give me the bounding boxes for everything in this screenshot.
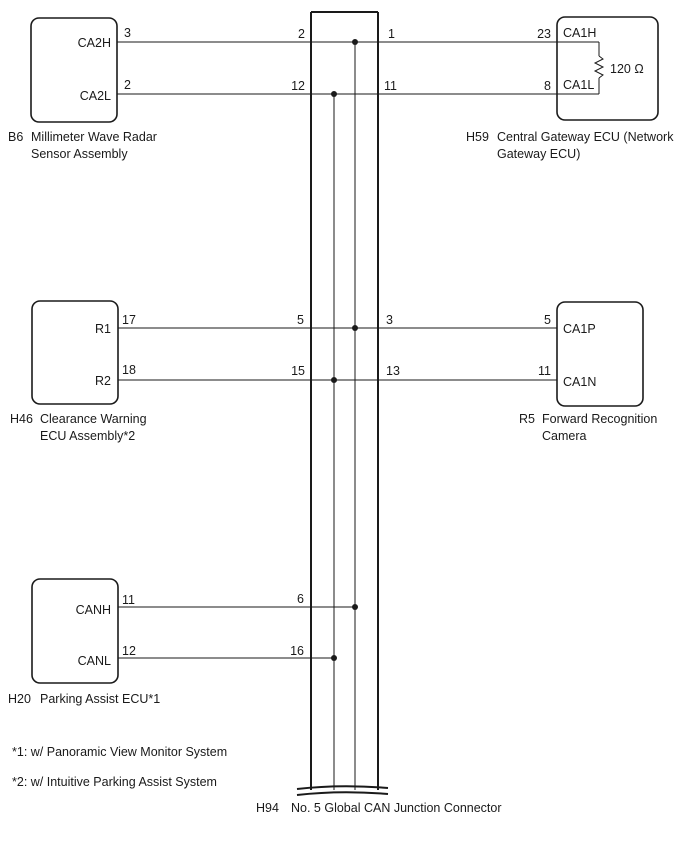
h94-right-pin-3: 3 (386, 313, 393, 327)
h20-pin-canh: 11 (122, 593, 135, 607)
r5-pin-ca1p: 5 (544, 313, 551, 327)
junction-break-mark-2 (296, 791, 389, 796)
h46-terminal-2-label: R2 (95, 374, 111, 388)
h46-box (31, 300, 119, 405)
h94-code: H94 (256, 801, 279, 815)
h20-box (31, 578, 119, 684)
footnote-2: *2: w/ Intuitive Parking Assist System (12, 775, 217, 789)
r5-name-line1: Forward Recognition (542, 412, 657, 426)
h94-left-pin-16: 16 (290, 644, 304, 658)
h59-code: H59 (466, 130, 489, 144)
r5-terminal-1-label: CA1P (563, 322, 596, 336)
h46-code: H46 (10, 412, 33, 426)
h94-right-pin-11: 11 (384, 79, 397, 93)
component-h59: 120 Ω CA1H CA1L 23 8 H59 Central Gateway… (466, 16, 674, 161)
h46-terminal-1-label: R1 (95, 322, 111, 336)
h94-left-pin-2: 2 (298, 27, 305, 41)
h20-pin-canl: 12 (122, 644, 136, 658)
junction-connector-h94 (296, 11, 389, 796)
b6-name-line2: Sensor Assembly (31, 147, 128, 161)
component-h46: R1 R2 H46 Clearance Warning ECU Assembly… (10, 300, 147, 443)
h59-terminal-1-label: CA1H (563, 26, 596, 40)
resistor-icon (593, 55, 605, 79)
b6-name-line1: Millimeter Wave Radar (31, 130, 157, 144)
r5-code: R5 (519, 412, 535, 426)
h59-pin-ca1l: 8 (544, 79, 551, 93)
h94-left-pin-6: 6 (297, 592, 304, 606)
splice-dot (352, 39, 358, 45)
h59-name-line2: Gateway ECU) (497, 147, 580, 161)
splice-dot (331, 655, 337, 661)
h94-right-pin-13: 13 (386, 364, 400, 378)
h94-name: No. 5 Global CAN Junction Connector (291, 801, 502, 815)
b6-code: B6 (8, 130, 23, 144)
splice-dot (331, 91, 337, 97)
h46-name-line1: Clearance Warning (40, 412, 147, 426)
h20-terminal-2-label: CANL (78, 654, 111, 668)
component-h20: CANH CANL H20 Parking Assist ECU*1 (8, 578, 160, 706)
b6-terminal-1-label: CA2H (78, 36, 111, 50)
junction-break-mark-1 (296, 785, 389, 790)
b6-pin-ca2l: 2 (124, 78, 131, 92)
b6-pin-ca2h: 3 (124, 26, 131, 40)
h59-name-line1: Central Gateway ECU (Network (497, 130, 674, 144)
component-r5: CA1P CA1N 5 11 R5 Forward Recognition Ca… (519, 301, 657, 443)
h94-left-pin-15: 15 (291, 364, 305, 378)
h94-right-pin-1: 1 (388, 27, 395, 41)
h46-pin-r1: 17 (122, 313, 136, 327)
h94-left-pin-5: 5 (297, 313, 304, 327)
r5-box (556, 301, 644, 407)
h20-terminal-1-label: CANH (76, 603, 111, 617)
splice-dot (352, 325, 358, 331)
resistor-value: 120 Ω (610, 62, 644, 76)
h94-left-pin-12: 12 (291, 79, 305, 93)
h59-pin-ca1h: 23 (537, 27, 551, 41)
h59-terminal-2-label: CA1L (563, 78, 594, 92)
h46-name-line2: ECU Assembly*2 (40, 429, 135, 443)
h20-name-line1: Parking Assist ECU*1 (40, 692, 160, 706)
b6-terminal-2-label: CA2L (80, 89, 111, 103)
footnote-1: *1: w/ Panoramic View Monitor System (12, 745, 227, 759)
r5-pin-ca1n: 11 (538, 364, 551, 378)
splice-dot (352, 604, 358, 610)
b6-box (30, 17, 118, 123)
component-b6: CA2H CA2L B6 Millimeter Wave Radar Senso… (8, 17, 157, 161)
h46-pin-r2: 18 (122, 363, 136, 377)
r5-name-line2: Camera (542, 429, 587, 443)
splice-dot (331, 377, 337, 383)
h20-code: H20 (8, 692, 31, 706)
r5-terminal-2-label: CA1N (563, 375, 596, 389)
